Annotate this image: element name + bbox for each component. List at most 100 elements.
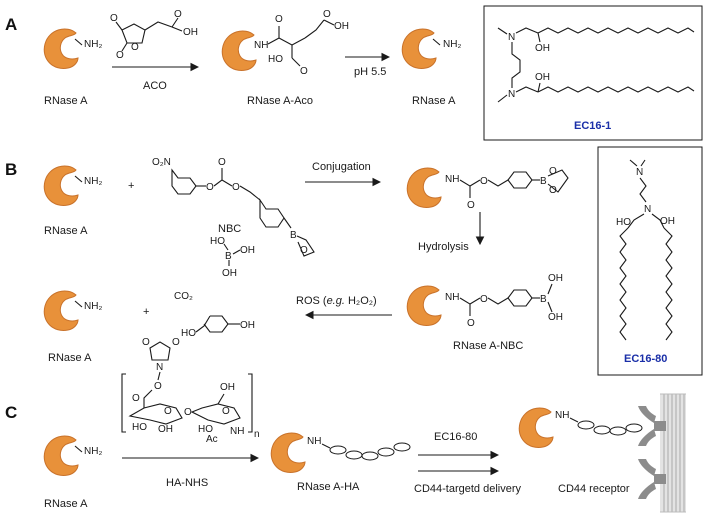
svg-text:N: N [508,32,515,43]
amine-label-b2: NH₂ [84,301,102,312]
svg-text:O: O [467,200,475,211]
label-rnase-a-b2: RNase A [48,352,92,364]
arrow-label-conjugation: Conjugation [312,161,371,173]
panel-label-c: C [5,403,17,422]
svg-text:B: B [540,294,547,305]
cell-membrane [660,393,686,513]
nbc-molecule: O₂N O O O B O [152,157,315,257]
svg-text:O: O [110,13,118,24]
svg-text:O: O [206,182,214,193]
svg-text:O₂N: O₂N [152,157,171,168]
amine-label-a1: NH₂ [84,39,102,50]
ha-chain [321,442,411,461]
svg-text:HO: HO [268,54,283,65]
amine-label-b1: NH₂ [84,176,102,187]
rnase-a-aco-protein [221,30,257,71]
svg-text:NH: NH [445,292,459,303]
svg-text:O: O [480,294,488,305]
plus-b1: + [128,180,134,192]
rnase-a-protein-b2 [43,290,79,331]
label-rnase-a-c1: RNase A [44,498,88,510]
svg-text:O: O [467,318,475,329]
label-rnase-a-a1: RNase A [44,95,88,107]
svg-text:NH: NH [230,426,244,437]
panel-label-b: B [5,160,17,179]
svg-text:HO: HO [198,424,213,435]
boric-acid: HO B OH OH [210,236,255,279]
svg-text:O: O [275,14,283,25]
svg-text:O: O [300,245,308,256]
svg-text:OH: OH [158,424,173,435]
ec16-80-label: EC16-80 [624,353,667,365]
ec16-1-label: EC16-1 [574,120,611,132]
aco-molecule: O O O O OH [110,9,198,61]
svg-text:O: O [132,393,140,404]
svg-text:O: O [142,337,150,348]
label-rnase-a-ha: RNase A-HA [297,481,360,493]
boronate-linker: NH O O B O O [445,166,569,211]
arrow-label-aco: ACO [143,80,167,92]
rnase-a-bound-protein [518,407,554,448]
arrow-label-ec16-80: EC16-80 [434,431,477,443]
svg-text:O: O [323,9,331,20]
svg-text:N: N [156,362,163,373]
svg-text:B: B [540,176,547,187]
svg-text:O: O [549,185,557,196]
svg-text:O: O [300,66,308,77]
ec16-1-box [483,5,703,141]
arrow-label-ros: ROS (e.g. H₂O₂) [296,295,377,307]
ec16-1-structure: N OH N OH [497,27,695,103]
co2-label: CO₂ [174,291,193,302]
svg-text:O: O [232,182,240,193]
svg-text:n: n [254,429,260,440]
cd44-receptor-top [638,406,666,446]
svg-text:OH: OH [535,72,550,83]
svg-text:OH: OH [660,216,675,227]
amide-label-ha: NH [307,436,321,447]
svg-text:HO: HO [181,328,196,339]
ha-nhs-repeat-unit: n O O N O O O HO OH O O OH HO NH Ac [121,337,260,445]
aco-adduct: NH O O OH O HO [254,9,349,77]
amine-label-a2: NH₂ [443,39,461,50]
svg-text:B: B [290,230,297,241]
ha-chain-bound [569,417,643,436]
svg-text:O: O [480,176,488,187]
ec16-80-box [597,146,703,376]
bond [74,38,83,46]
label-rnase-a-b1: RNase A [44,225,88,237]
svg-text:O: O [222,406,230,417]
rnase-a-boronate-protein [406,167,442,208]
arrow-label-hydrolysis: Hydrolysis [418,241,469,253]
svg-text:O: O [154,381,162,392]
svg-text:OH: OH [548,312,563,323]
svg-text:OH: OH [220,382,235,393]
svg-text:OH: OH [240,245,255,256]
svg-text:B: B [225,251,232,262]
label-cd44-receptor: CD44 receptor [558,483,630,495]
svg-text:O: O [549,166,557,177]
rnase-a-nbc-protein [406,285,442,326]
svg-text:HO: HO [132,422,147,433]
svg-text:OH: OH [183,27,198,38]
svg-text:O: O [218,157,226,168]
arrow-label-ha-nhs: HA-NHS [166,477,208,489]
amide-label-bound: NH [555,410,569,421]
cd44-receptor-bottom [638,459,666,499]
svg-text:O: O [164,406,172,417]
svg-text:HO: HO [210,236,225,247]
svg-text:N: N [644,204,651,215]
svg-text:OH: OH [240,320,255,331]
svg-text:N: N [636,167,643,178]
svg-text:O: O [131,42,139,53]
svg-text:O: O [184,407,192,418]
label-rnase-a-a2: RNase A [412,95,456,107]
svg-text:N: N [508,89,515,100]
rnase-a-protein-a1 [43,28,79,69]
arrow-label-cd44-delivery: CD44-targetd delivery [414,483,521,495]
rnase-a-protein-c1 [43,435,79,476]
label-rnase-a-nbc: RNase A-NBC [453,340,523,352]
ec16-80-structure: N N HO OH [616,159,675,341]
boronic-acid-linker: NH O O B OH OH [445,273,563,329]
arrow-label-ph: pH 5.5 [354,66,386,78]
